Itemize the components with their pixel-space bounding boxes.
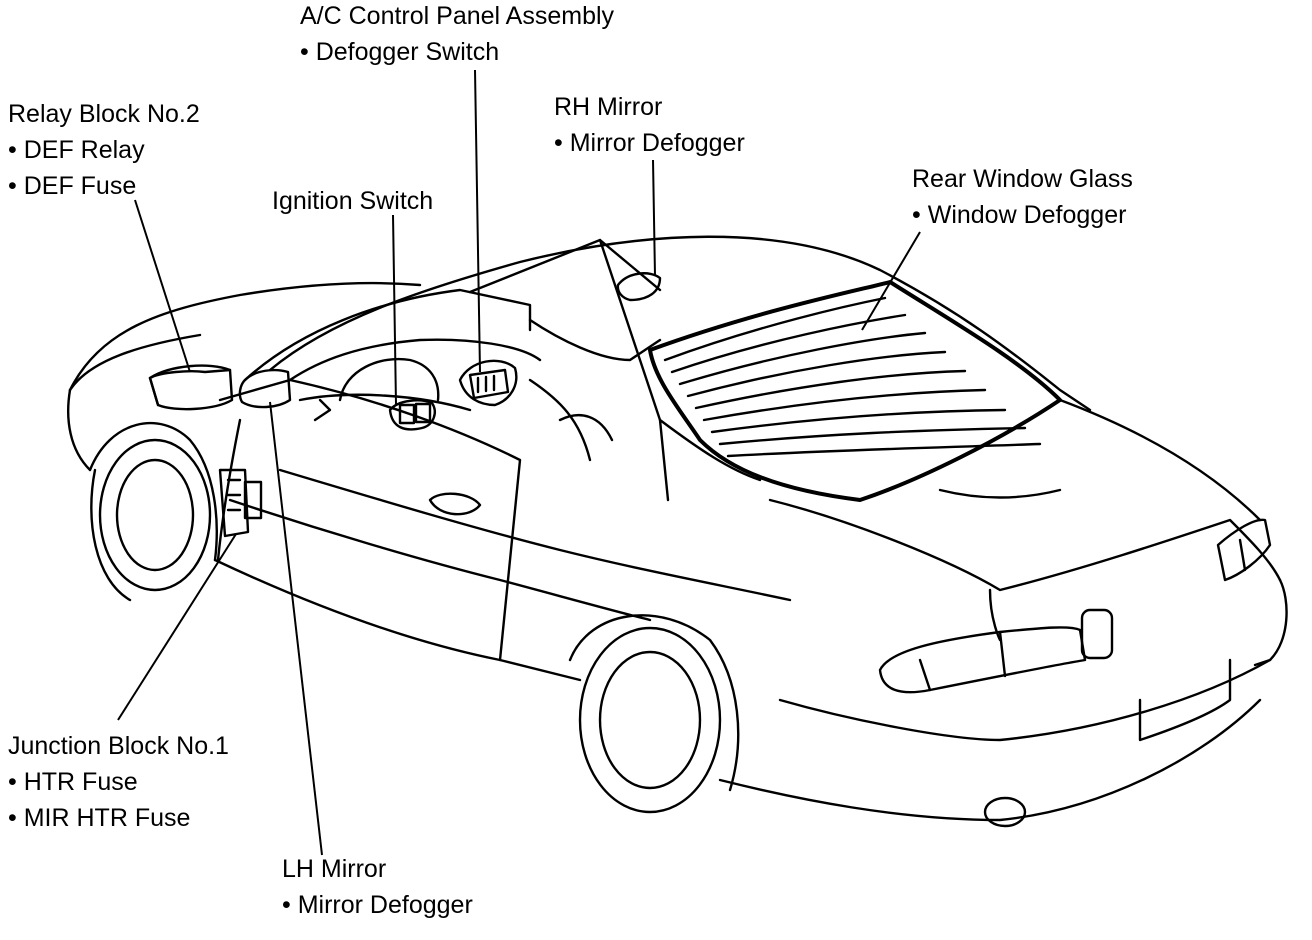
dashboard [288,338,542,382]
tail-light-left [878,626,1087,694]
rear-window-outline [648,280,1062,502]
callout-rear-window-glass: Rear Window Glass • Window Defogger [912,161,1133,233]
callout-item: • HTR Fuse [8,768,138,796]
body-side [67,388,218,562]
callout-title: Relay Block No.2 [8,100,200,128]
front-wheel [98,438,212,592]
callout-item: • DEF Relay [8,136,145,164]
a-pillar [468,238,662,294]
callout-junction-block-no1: Junction Block No.1 • HTR Fuse • MIR HTR… [8,728,229,836]
exhaust [983,796,1027,828]
callout-item: • Mirror Defogger [282,891,473,919]
callout-rh-mirror: RH Mirror • Mirror Defogger [554,89,745,161]
door-handle [428,492,482,516]
leader-junction-block [117,533,237,721]
lh-mirror-symbol [238,368,292,409]
callout-title: Ignition Switch [272,187,434,215]
rear-wheel [578,626,722,814]
ac-control-panel-symbol [468,368,510,400]
windshield-frame [243,288,532,382]
callout-ignition-switch: Ignition Switch [272,183,433,219]
callout-ac-control-panel: A/C Control Panel Assembly • Defogger Sw… [300,0,614,70]
leader-rh-mirror [652,159,656,277]
leader-lh-mirror [269,401,323,856]
leader-ignition [392,214,397,406]
trunk-lid [768,498,1282,592]
leader-ac-panel [474,69,481,373]
leader-relay-block [134,199,191,373]
callout-title: Junction Block No.1 [8,732,229,760]
callout-title: RH Mirror [554,93,663,121]
callout-item: • Window Defogger [912,201,1127,229]
callout-lh-mirror: LH Mirror • Mirror Defogger [282,851,473,923]
relay-block-no2-symbol [148,364,234,411]
callout-relay-block-no2: Relay Block No.2 • DEF Relay • DEF Fuse [8,96,200,204]
steering-area [338,357,440,402]
junction-block-no1-symbol [218,468,250,538]
ignition-switch-symbol [388,399,436,431]
leader-rear-window [861,231,921,331]
hood [68,281,422,392]
tail-light-right [1216,518,1272,582]
callout-title: A/C Control Panel Assembly [300,2,615,30]
callout-item: • MIR HTR Fuse [8,804,191,832]
callout-title: Rear Window Glass [912,165,1133,193]
callout-item: • DEF Fuse [8,172,137,200]
callout-item: • Defogger Switch [300,38,500,66]
leader-lines [117,69,921,856]
callout-item: • Mirror Defogger [554,129,745,157]
rear-bumper [778,578,1288,742]
rh-mirror-symbol [616,272,662,302]
door-outline [218,378,522,662]
callout-title: LH Mirror [282,855,387,883]
